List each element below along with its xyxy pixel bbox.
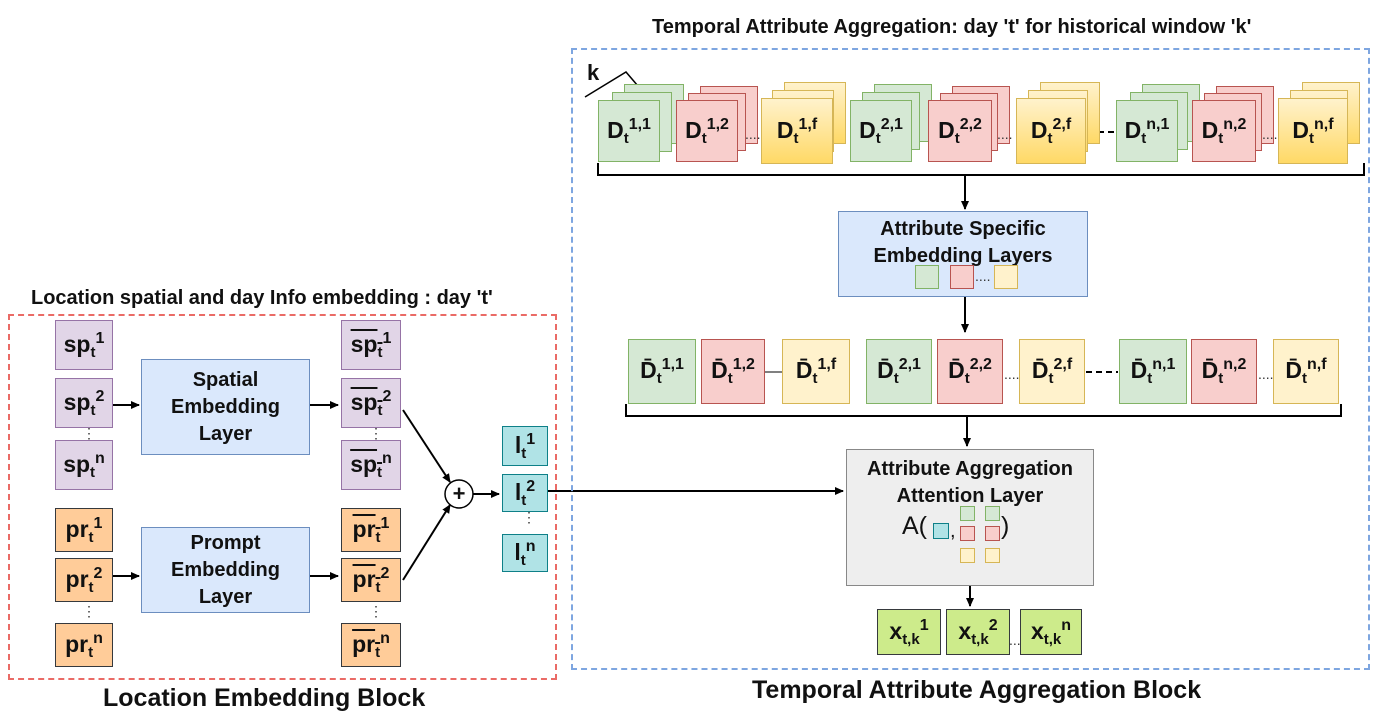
- window-bracket: [584, 71, 639, 98]
- formula-mini-teal: [933, 523, 949, 539]
- formula-mini-green-2: [985, 506, 1000, 521]
- sp-token-1: spt1: [55, 320, 113, 370]
- dbar-card-2-2: D̄t2,2: [937, 339, 1003, 404]
- dbar-card-1-2: D̄t1,2: [701, 339, 765, 404]
- l-token-n: ltn: [502, 534, 548, 572]
- sp-bar-ellipsis: ⋮: [369, 425, 383, 441]
- d-card-n-f: Dtn,f: [1278, 98, 1348, 164]
- sp-token-n: sptn: [55, 440, 113, 490]
- formula-mini-green-1: [960, 506, 975, 521]
- formula-mini-yellow-1: [960, 548, 975, 563]
- sp-ellipsis: ⋮: [82, 425, 96, 441]
- dbar-card-2-f: D̄t2,f: [1019, 339, 1085, 404]
- dbar-card-2-1: D̄t2,1: [866, 339, 932, 404]
- embed-mini-red: [950, 265, 974, 289]
- l-ellipsis: ⋮: [522, 509, 536, 525]
- attention-formula-open: A(: [902, 512, 927, 540]
- x-token-n: xt,kn: [1020, 609, 1082, 655]
- pr-token-2: prt2: [55, 558, 113, 602]
- formula-mini-yellow-2: [985, 548, 1000, 563]
- pr-bar-token-2: prt2: [341, 558, 401, 602]
- brace-embedded-attributes: [625, 404, 1342, 417]
- plus-sign: +: [452, 481, 466, 506]
- sp-bar-token-n: sptn: [341, 440, 401, 490]
- formula-comma: ,: [950, 520, 956, 542]
- row1-dots-3: ....: [1262, 126, 1278, 142]
- dbar-card-1-f: D̄t1,f: [782, 339, 850, 404]
- formula-mini-red-2: [985, 526, 1000, 541]
- brace-raw-attributes: [597, 163, 1365, 176]
- sp-bar-token-2: spt2: [341, 378, 401, 428]
- location-block-title: Location Embedding Block: [103, 684, 426, 712]
- d-card-1-1: Dt1,1: [598, 100, 660, 162]
- dbar-card-n-2: D̄tn,2: [1191, 339, 1257, 404]
- prompt-embedding-layer: Prompt Embedding Layer: [141, 527, 310, 613]
- d-card-n-2: Dtn,2: [1192, 100, 1256, 162]
- temporal-block-border: [571, 48, 1370, 670]
- temporal-block-title: Temporal Attribute Aggregation Block: [752, 676, 1202, 704]
- x-dots: ...: [1009, 632, 1021, 648]
- embed-mini-green: [915, 265, 939, 289]
- arrow-prbar-to-plus: [402, 504, 451, 581]
- pr-bar-token-1: prt1: [341, 508, 401, 552]
- d-card-1-2: Dt1,2: [676, 100, 738, 162]
- x-token-2: xt,k2: [946, 609, 1010, 655]
- d-card-1-f: Dt1,f: [761, 98, 833, 164]
- x-token-1: xt,k1: [877, 609, 941, 655]
- row2-dots-2: ....: [1258, 366, 1274, 382]
- dbar-card-1-1: D̄t1,1: [628, 339, 696, 404]
- pr-ellipsis: ⋮: [82, 603, 96, 619]
- formula-mini-red-1: [960, 526, 975, 541]
- location-block-top-title: Location spatial and day Info embedding …: [31, 287, 493, 309]
- pr-bar-token-n: prtn: [341, 623, 401, 667]
- location-block-border: [8, 314, 557, 680]
- d-card-n-1: Dtn,1: [1116, 100, 1178, 162]
- sp-bar-token-1: spt1: [341, 320, 401, 370]
- window-label-k: k: [587, 60, 600, 85]
- attention-formula-close: ): [1001, 512, 1010, 540]
- sp-token-2: spt2: [55, 378, 113, 428]
- pr-bar-ellipsis: ⋮: [369, 603, 383, 619]
- embed-mini-dots: ....: [975, 268, 991, 284]
- d-card-2-2: Dt2,2: [928, 100, 992, 162]
- pr-token-n: prtn: [55, 623, 113, 667]
- spatial-embedding-layer: Spatial Embedding Layer: [141, 359, 310, 455]
- row1-dots-1: ....: [745, 126, 761, 142]
- row1-dots-2: ....: [997, 126, 1013, 142]
- embed-mini-yellow: [994, 265, 1018, 289]
- temporal-block-top-title: Temporal Attribute Aggregation: day 't' …: [652, 16, 1252, 38]
- l-token-2: lt2: [502, 474, 548, 512]
- row2-dots-1: ....: [1004, 366, 1020, 382]
- dbar-card-n-f: D̄tn,f: [1273, 339, 1339, 404]
- pr-token-1: prt1: [55, 508, 113, 552]
- arrow-spbar-to-plus: [402, 409, 451, 483]
- l-token-1: lt1: [502, 426, 548, 466]
- d-card-2-1: Dt2,1: [850, 100, 912, 162]
- dbar-card-n-1: D̄tn,1: [1119, 339, 1187, 404]
- sum-node: [444, 479, 474, 509]
- d-card-2-f: Dt2,f: [1016, 98, 1086, 164]
